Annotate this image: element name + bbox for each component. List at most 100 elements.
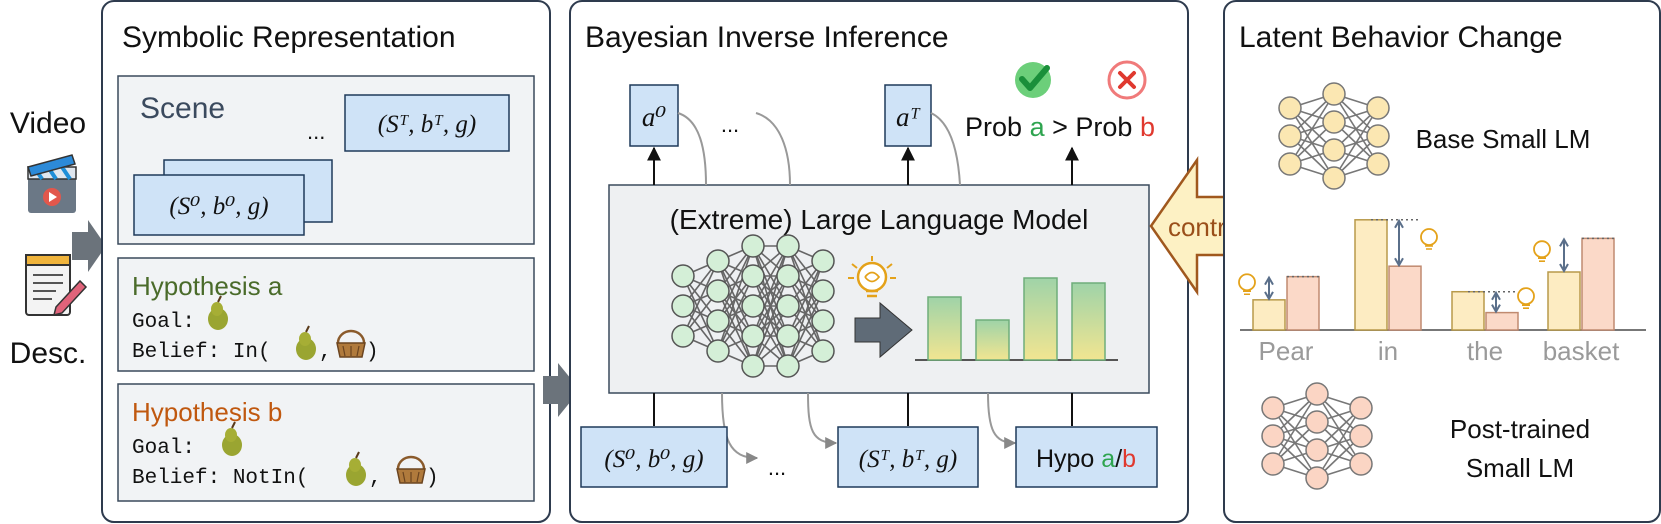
lightbulb-icon	[848, 256, 896, 298]
hypothesis-b-belief: Belief: NotIn(	[132, 467, 308, 490]
action-ellipsis: ...	[721, 112, 739, 137]
state-card-first-text: (S⁰, b⁰, g)	[169, 193, 268, 220]
state-card-first	[133, 174, 305, 236]
input-ellipsis: ...	[768, 455, 786, 480]
bayesian-inference-panel: Bayesian Inverse Inference a⁰ ... aᵀ Pro…	[569, 0, 1189, 523]
network-node	[776, 234, 800, 258]
llm-bar	[927, 296, 962, 361]
network-node	[1305, 382, 1329, 406]
network-node	[811, 279, 835, 303]
hypothesis-a-belief: Belief: In(	[132, 341, 271, 364]
network-node	[776, 354, 800, 378]
pear-icon	[208, 295, 228, 330]
network-node	[1349, 452, 1373, 476]
hypothesis-b-sep: ,	[369, 467, 382, 490]
network-node	[1305, 438, 1329, 462]
action-last-label: aᵀ	[896, 102, 922, 132]
network-node	[1278, 152, 1302, 176]
change-arrowhead	[1264, 275, 1274, 286]
llm-bar	[975, 319, 1010, 361]
network-node	[811, 249, 835, 273]
network-node	[1261, 396, 1285, 420]
network-node	[1305, 466, 1329, 490]
panel-title: Bayesian Inverse Inference	[585, 21, 949, 54]
desc-label: Desc.	[10, 337, 87, 370]
panel-title: Symbolic Representation	[122, 21, 456, 54]
hypothesis-a-title: Hypothesis a	[132, 271, 283, 301]
autoregressive-curve	[755, 112, 791, 186]
pear-icon	[346, 451, 366, 486]
hypothesis-b-title: Hypothesis b	[132, 397, 282, 427]
lightbulb-icon	[1517, 287, 1535, 309]
autoregressive-curve	[807, 392, 838, 449]
hypothesis-a-box: Hypothesis a Goal: Belief: In( , )	[117, 257, 535, 372]
video-label: Video	[10, 107, 86, 140]
symbolic-representation-panel: Symbolic Representation Scene ... (Sᵀ, b…	[101, 0, 551, 523]
network-node	[1322, 110, 1346, 134]
lightbulb-icon	[1420, 228, 1438, 250]
network-node	[1278, 96, 1302, 120]
network-node	[776, 264, 800, 288]
post-lm-label-line1: Post-trained	[1450, 414, 1590, 444]
network-node	[1366, 152, 1390, 176]
panel-title: Latent Behavior Change	[1239, 21, 1563, 54]
pear-icon	[296, 325, 316, 360]
network-node	[1322, 138, 1346, 162]
token-label: basket	[1543, 336, 1620, 366]
llm-bar	[1023, 277, 1058, 361]
token-bar	[1581, 237, 1615, 331]
network-node	[671, 294, 695, 318]
clapperboard-icon	[27, 154, 77, 213]
llm-neural-network-icon	[671, 234, 835, 378]
change-arrowhead	[1559, 263, 1569, 274]
network-node	[741, 354, 765, 378]
state-card-last-text: (Sᵀ, bᵀ, g)	[378, 111, 476, 138]
llm-internal-arrow	[854, 301, 913, 359]
hypothesis-a-goal: Goal:	[132, 311, 195, 334]
lightbulb-icon	[1238, 273, 1256, 296]
basket-icon	[396, 455, 426, 484]
network-node	[776, 324, 800, 348]
token-bar	[1252, 299, 1286, 331]
hypothesis-b-box: Hypothesis b Goal: Belief: NotIn( , )	[117, 383, 535, 502]
network-node	[671, 324, 695, 348]
scene-label: Scene	[140, 92, 225, 125]
network-node	[1261, 424, 1285, 448]
hypothesis-input-box	[1015, 426, 1158, 488]
action-first-label: a⁰	[642, 102, 667, 132]
state-card-last	[344, 94, 510, 152]
token-bar	[1451, 290, 1485, 331]
token-bar	[1485, 311, 1519, 331]
network-node	[741, 294, 765, 318]
token-bar	[1388, 265, 1422, 331]
autoregressive-curve	[987, 392, 1017, 449]
basket-icon	[336, 329, 366, 358]
input-state-first-text: (S⁰, b⁰, g)	[604, 446, 703, 473]
change-arrowhead	[1559, 237, 1569, 247]
base-lm-label: Base Small LM	[1416, 124, 1591, 154]
hypothesis-b-suffix: )	[426, 467, 439, 490]
lightbulb-icon	[1533, 240, 1551, 262]
change-arrowhead	[1491, 290, 1501, 301]
network-node	[776, 294, 800, 318]
scene-ellipsis: ...	[307, 119, 325, 144]
network-node	[671, 264, 695, 288]
network-node	[1366, 124, 1390, 148]
autoregressive-curve	[677, 112, 707, 186]
action-box-last	[884, 84, 932, 147]
cross-icon	[1107, 60, 1147, 100]
base-lm-network-icon	[1278, 82, 1390, 190]
token-bar	[1286, 275, 1320, 331]
post-lm-label-line2: Small LM	[1466, 453, 1574, 483]
latent-behavior-panel: Latent Behavior Change Base Small LM Pea…	[1223, 0, 1661, 523]
input-state-first	[580, 426, 728, 488]
change-arrowhead	[1394, 218, 1404, 229]
hypothesis-a-suffix: )	[366, 341, 379, 364]
change-arrowhead	[1264, 291, 1274, 301]
token-bar	[1354, 219, 1388, 331]
autoregressive-curve	[930, 112, 961, 186]
pear-icon	[222, 421, 242, 456]
hypothesis-a-sep: ,	[319, 341, 332, 364]
